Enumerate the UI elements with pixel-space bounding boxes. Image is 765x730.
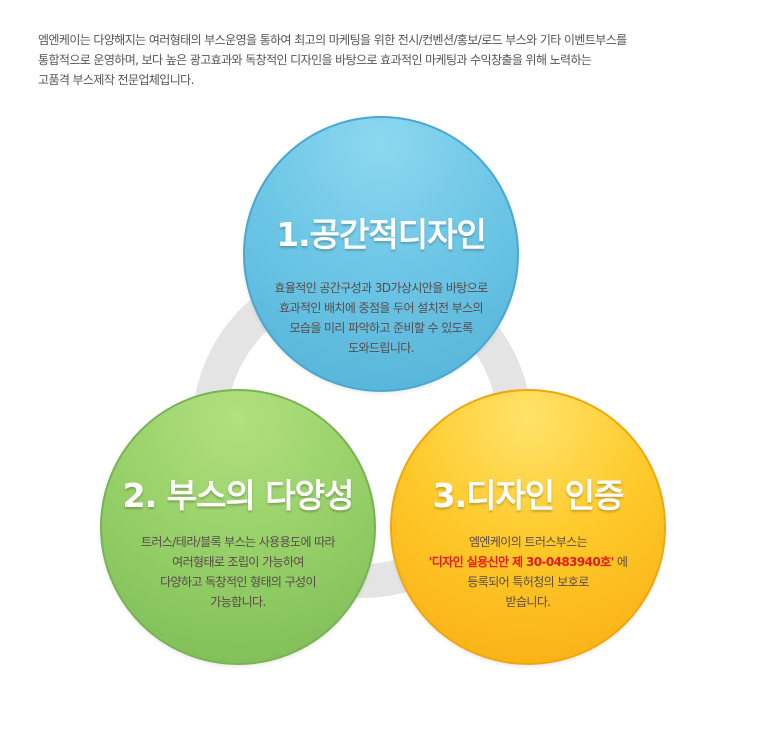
description-line: 트러스/테라/블록 부스는 사용용도에 따라: [140, 535, 336, 549]
description-line: 효과적인 배치에 중점을 두어 설치전 부스의: [279, 301, 484, 315]
booth-variety-title: 2. 부스의 다양성: [122, 476, 355, 515]
description-line: 효율적인 공간구성과 3D가상시안을 바탕으로: [274, 281, 488, 295]
description-line: 도와드립니다.: [348, 341, 414, 355]
design-certification-title: 3.디자인 인증: [432, 476, 625, 515]
design-certification-circle: 3.디자인 인증 엠엔케이의 트러스부스는 '디자인 실용신안 제 30-048…: [390, 389, 666, 665]
description-line: '디자인 실용신안 제 30-0483940호' 에: [392, 552, 664, 572]
space-design-description: 효율적인 공간구성과 3D가상시안을 바탕으로 효과적인 배치에 중점을 두어 …: [245, 278, 517, 358]
description-line: 등록되어 특허청의 보호로: [467, 575, 589, 589]
description-line: 여러형태로 조립이 가능하여: [172, 555, 304, 569]
intro-line: 통합적으로 운영하며, 보다 높은 광고효과와 독창적인 디자인을 바탕으로 효…: [38, 53, 592, 67]
design-certification-description: 엠엔케이의 트러스부스는 '디자인 실용신안 제 30-0483940호' 에 …: [392, 532, 664, 612]
space-design-title: 1.공간적디자인: [276, 215, 487, 254]
intro-line: 고품격 부스제작 전문업체입니다.: [38, 73, 194, 87]
booth-variety-description: 트러스/테라/블록 부스는 사용용도에 따라 여러형태로 조립이 가능하여 다양…: [102, 532, 374, 612]
booth-variety-circle: 2. 부스의 다양성 트러스/테라/블록 부스는 사용용도에 따라 여러형태로 …: [100, 389, 376, 665]
description-line: 다양하고 독창적인 형태의 구성이: [160, 575, 316, 589]
intro-line: 엠엔케이는 다양해지는 여러형태의 부스운영을 통하여 최고의 마케팅을 위한 …: [38, 33, 627, 47]
description-line: 엠엔케이의 트러스부스는: [468, 535, 588, 549]
description-line: 받습니다.: [505, 595, 552, 609]
description-line: 모습을 미리 파악하고 준비할 수 있도록: [289, 321, 473, 335]
description-line: 가능합니다.: [210, 595, 266, 609]
description-suffix: 에: [613, 555, 628, 569]
patent-number-highlight: '디자인 실용신안 제 30-0483940호': [428, 555, 615, 569]
intro-text: 엠엔케이는 다양해지는 여러형태의 부스운영을 통하여 최고의 마케팅을 위한 …: [38, 30, 738, 90]
space-design-circle: 1.공간적디자인 효율적인 공간구성과 3D가상시안을 바탕으로 효과적인 배치…: [243, 116, 519, 392]
